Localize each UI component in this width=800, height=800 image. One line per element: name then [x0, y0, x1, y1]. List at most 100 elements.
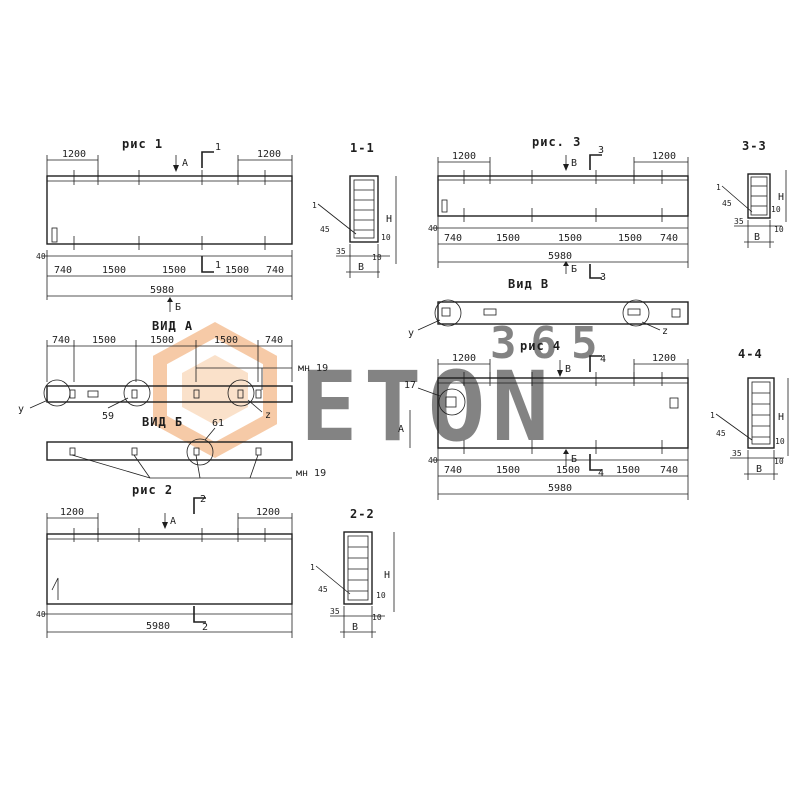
sec11-d45: 45	[320, 225, 330, 234]
fig2-cut-top: 2	[200, 494, 206, 505]
sec11-d10b: 10	[372, 253, 382, 262]
fig1-cut-bottom: 1	[215, 260, 221, 271]
sec22-d10b: 10	[372, 613, 382, 622]
figure-2: рис 2 2 1200 1200 А 40 2 5980	[36, 483, 293, 638]
viewA-seg-0: 740	[52, 335, 70, 346]
sec33-title: 3-3	[742, 139, 767, 153]
fig4-cut-top: 4	[600, 354, 606, 365]
fig4-side-a: А	[398, 424, 404, 435]
figure-1: рис 1 1200 1200 А 1 1 40 740 1500 1500 1…	[36, 137, 293, 313]
fig4-seg-4: 740	[660, 465, 678, 476]
fig3-top-right: 1200	[652, 151, 676, 162]
fig1-total: 5980	[150, 285, 174, 296]
watermark: 365 ETON	[153, 318, 611, 463]
sec11-h: Н	[386, 214, 392, 225]
fig4-cut-bottom: 4	[598, 468, 604, 479]
fig3-cut-bottom: 3	[600, 272, 606, 283]
sec22-title: 2-2	[350, 507, 375, 521]
sec22-label-1: 1	[310, 563, 315, 572]
sec44-title: 4-4	[738, 347, 763, 361]
sec33-d10a: 10	[771, 205, 781, 214]
fig3-seg-2: 1500	[558, 233, 582, 244]
fig1-seg-0: 740	[54, 265, 72, 276]
fig4-bottom-arrow: Б	[571, 454, 577, 465]
fig1-bottom-left-gap: 40	[36, 252, 46, 261]
fig1-title: рис 1	[122, 137, 163, 151]
sec11-title: 1-1	[350, 141, 375, 155]
fig4-bottom-left-gap: 40	[428, 456, 438, 465]
fig4-view-arrow: В	[565, 364, 571, 375]
viewA-seg-1: 1500	[92, 335, 116, 346]
view-a: ВИД А 740 1500 1500 1500 740 у 59 z мн 1…	[18, 319, 328, 422]
fig4-total: 5980	[548, 483, 572, 494]
viewB-title: ВИД Б	[142, 415, 183, 429]
fig1-seg-4: 740	[266, 265, 284, 276]
fig1-bottom-arrow: Б	[175, 302, 181, 313]
fig3-view-arrow: В	[571, 158, 577, 169]
fig3-bottom-arrow: Б	[571, 264, 577, 275]
sec22-d35: 35	[330, 607, 340, 616]
fig3-title: рис. 3	[532, 135, 581, 149]
fig3-seg-0: 740	[444, 233, 462, 244]
fig1-cut-top: 1	[215, 142, 221, 153]
fig1-top-right-dim: 1200	[257, 149, 281, 160]
fig1-seg-2: 1500	[162, 265, 186, 276]
sec44-d35: 35	[732, 449, 742, 458]
sec11-b: В	[358, 262, 364, 273]
viewV-mark-y: у	[408, 328, 414, 339]
watermark-brand: ETON	[300, 351, 555, 463]
fig4-seg-2: 1500	[556, 465, 580, 476]
fig2-view-arrow: А	[170, 516, 176, 527]
fig3-top-left: 1200	[452, 151, 476, 162]
view-b: ВИД Б 61 мн 19	[46, 415, 326, 479]
fig2-top-left: 1200	[60, 507, 84, 518]
sec44-d10b: 10	[774, 457, 784, 466]
fig4-seg-1: 1500	[496, 465, 520, 476]
fig4-top-right: 1200	[652, 353, 676, 364]
fig3-cut-top: 3	[598, 145, 604, 156]
fig1-top-left-dim: 1200	[62, 149, 86, 160]
sec22-h: Н	[384, 570, 390, 581]
sec22-b: В	[352, 622, 358, 633]
sec44-b: В	[756, 464, 762, 475]
viewA-mark-mn: мн 19	[298, 363, 328, 374]
viewA-mark-y: у	[18, 404, 24, 415]
watermark-number: 365	[490, 318, 611, 369]
viewB-mark-mn: мн 19	[296, 468, 326, 479]
sec44-d45: 45	[716, 429, 726, 438]
fig4-seg-0: 740	[444, 465, 462, 476]
fig4-seg-3: 1500	[616, 465, 640, 476]
sec11-d35: 35	[336, 247, 346, 256]
sec22-d10a: 10	[376, 591, 386, 600]
viewB-mark-61: 61	[212, 418, 224, 429]
watermark-logo-hexagon	[153, 322, 277, 458]
view-v: Вид В у z	[408, 277, 689, 339]
viewV-mark-z: z	[662, 326, 668, 337]
fig1-seg-3: 1500	[225, 265, 249, 276]
fig2-cut-bottom: 2	[202, 622, 208, 633]
fig2-title: рис 2	[132, 483, 173, 497]
viewA-mark-59: 59	[102, 411, 114, 422]
sec44-d10a: 10	[775, 437, 785, 446]
figure-4: рис 4 4 1200 1200 В 17 А 40 Б 4 740 1500…	[398, 339, 689, 500]
viewA-seg-4: 740	[265, 335, 283, 346]
sec33-b: В	[754, 232, 760, 243]
fig3-seg-3: 1500	[618, 233, 642, 244]
fig1-view-arrow: А	[182, 158, 188, 169]
viewA-title: ВИД А	[152, 319, 193, 333]
figure-3: рис. 3 1200 1200 В 3 40 740 1500 1500 15…	[428, 135, 689, 283]
fig1-seg-1: 1500	[102, 265, 126, 276]
sec33-d45: 45	[722, 199, 732, 208]
fig2-top-right: 1200	[256, 507, 280, 518]
viewA-seg-3: 1500	[214, 335, 238, 346]
viewA-seg-2: 1500	[150, 335, 174, 346]
section-2-2: 2-2 1 45 Н 10 35 10 В	[310, 507, 395, 638]
sec33-d10b: 10	[774, 225, 784, 234]
fig3-seg-1: 1500	[496, 233, 520, 244]
fig3-total: 5980	[548, 251, 572, 262]
sec11-d10a: 10	[381, 233, 391, 242]
section-3-3: 3-3 1 45 Н 10 35 10 В	[716, 139, 787, 248]
sec33-h: Н	[778, 192, 784, 203]
fig3-seg-4: 740	[660, 233, 678, 244]
